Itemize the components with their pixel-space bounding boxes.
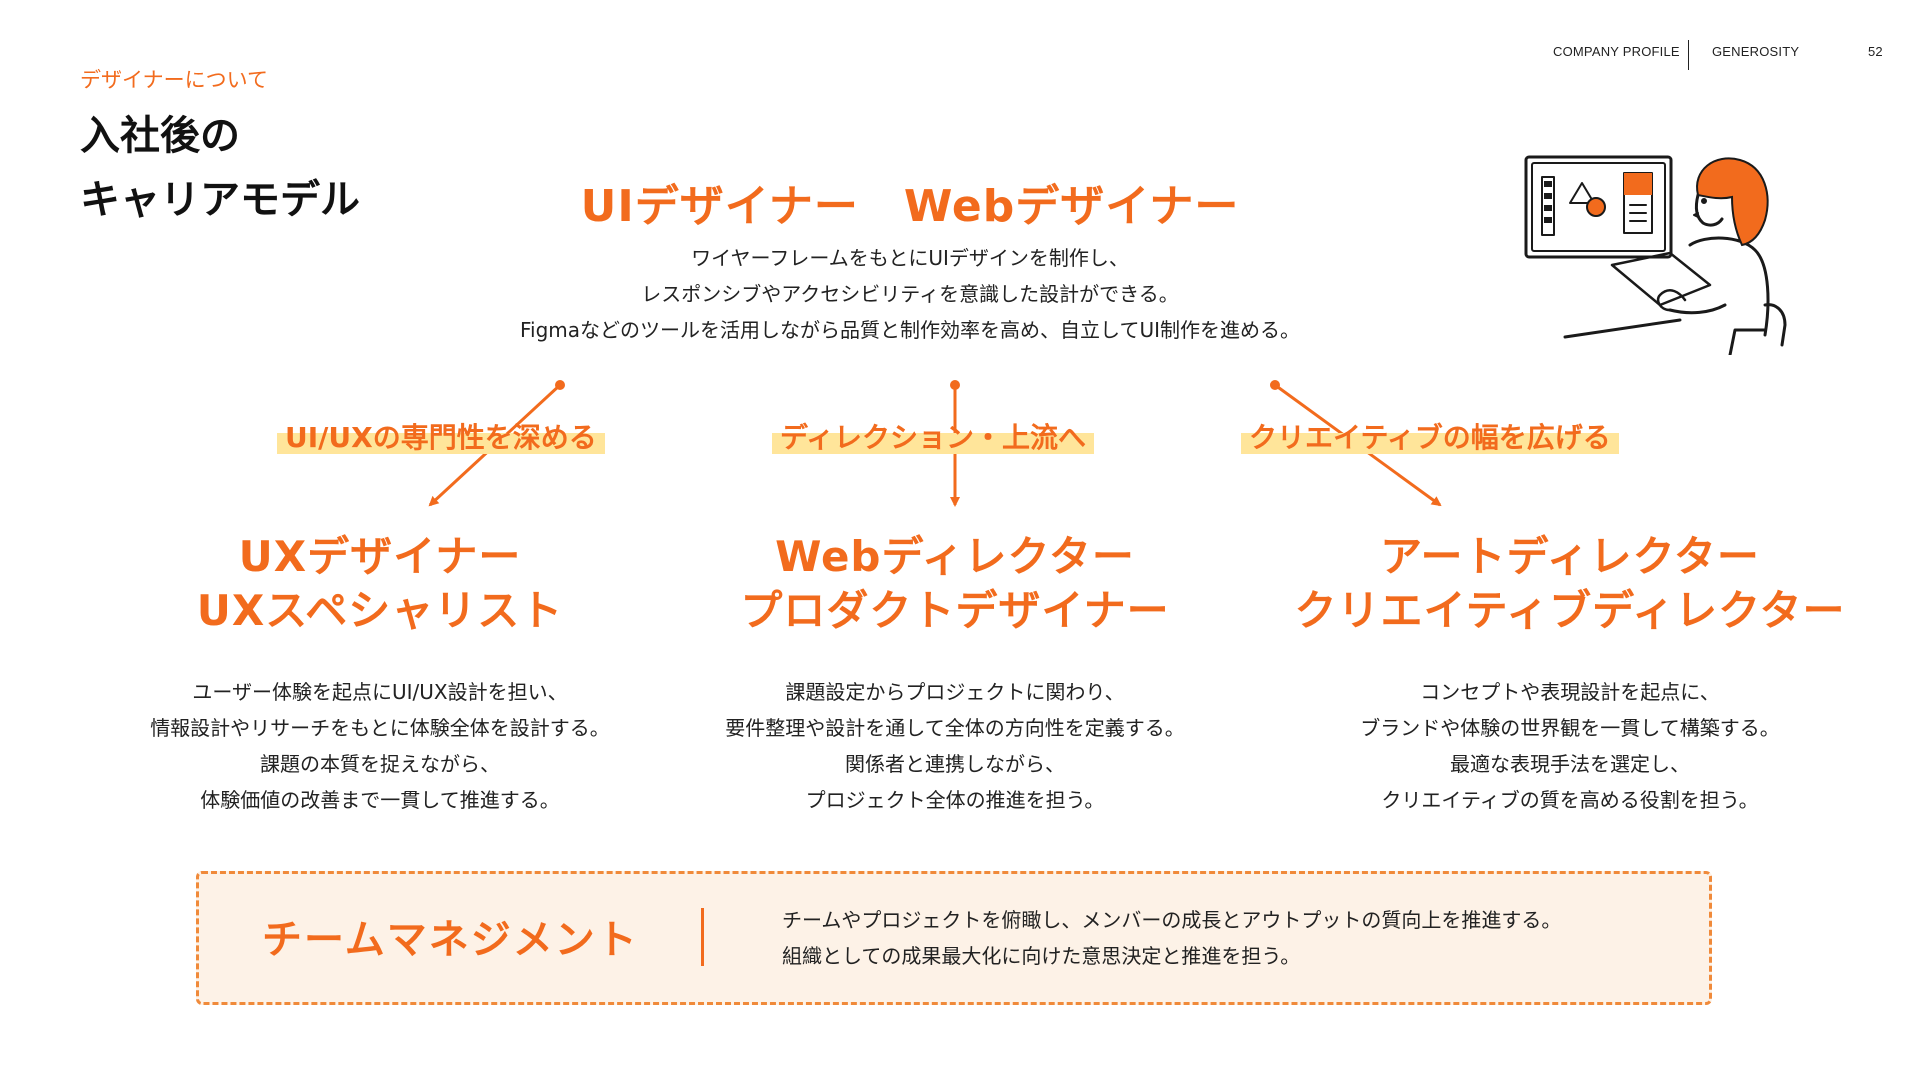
header-divider bbox=[1688, 40, 1689, 70]
role-desc-line: 要件整理や設計を通して全体の方向性を定義する。 bbox=[725, 716, 1185, 740]
path-label-creative: クリエイティブの幅を広げる bbox=[1241, 422, 1619, 454]
team-desc-line: チームやプロジェクトを俯瞰し、メンバーの成長とアウトプットの質向上を推進する。 bbox=[782, 908, 1562, 932]
top-role-description: ワイヤーフレームをもとにUIデザインを制作し、 レスポンシブやアクセシビリティを… bbox=[0, 240, 1870, 348]
role-title-line: クリエイティブディレクター bbox=[1294, 586, 1846, 635]
role-desc-line: プロジェクト全体の推進を担う。 bbox=[805, 788, 1105, 812]
role-desc-line: コンセプトや表現設計を起点に、 bbox=[1420, 680, 1720, 704]
team-desc-line: 組織としての成果最大化に向けた意思決定と推進を担う。 bbox=[782, 944, 1301, 968]
role-description-creative: コンセプトや表現設計を起点に、 ブランドや体験の世界観を一貫して構築する。 最適… bbox=[1240, 674, 1900, 818]
role-desc-line: ユーザー体験を起点にUI/UX設計を担い、 bbox=[192, 680, 568, 704]
career-column-direction: Webディレクター プロダクトデザイナー 課題設定からプロジェクトに関わり、 要… bbox=[625, 530, 1285, 818]
role-desc-line: 関係者と連携しながら、 bbox=[845, 752, 1065, 776]
top-role-title: UIデザイナー Webデザイナー bbox=[580, 181, 1240, 232]
role-desc-line: 情報設計やリサーチをもとに体験全体を設計する。 bbox=[150, 716, 610, 740]
top-role-desc-line: レスポンシブやアクセシビリティを意識した設計ができる。 bbox=[641, 282, 1179, 306]
role-title-creative: アートディレクター クリエイティブディレクター bbox=[1240, 530, 1900, 638]
brand-label: GENEROSITY bbox=[1712, 44, 1800, 59]
team-management-box bbox=[196, 871, 1712, 1005]
page-title-line-2: キャリアモデル bbox=[80, 177, 360, 223]
role-desc-line: 最適な表現手法を選定し、 bbox=[1450, 752, 1690, 776]
top-role-desc-line: ワイヤーフレームをもとにUIデザインを制作し、 bbox=[691, 246, 1129, 270]
role-title-line: UXスペシャリスト bbox=[196, 586, 564, 635]
role-title-line: UXデザイナー bbox=[238, 532, 522, 581]
path-label-uiux: UI/UXの専門性を深める bbox=[277, 422, 605, 454]
company-profile-label: COMPANY PROFILE bbox=[1553, 44, 1680, 59]
career-column-ux: UXデザイナー UXスペシャリスト ユーザー体験を起点にUI/UX設計を担い、 … bbox=[50, 530, 710, 818]
team-management-separator bbox=[701, 908, 704, 966]
role-title-line: アートディレクター bbox=[1380, 532, 1760, 581]
role-desc-line: クリエイティブの質を高める役割を担う。 bbox=[1381, 788, 1759, 812]
top-role-desc-line: Figmaなどのツールを活用しながら品質と制作効率を高め、自立してUI制作を進め… bbox=[520, 318, 1300, 342]
role-title-line: プロダクトデザイナー bbox=[740, 586, 1170, 635]
path-label-direction: ディレクション・上流へ bbox=[772, 422, 1095, 454]
page-title-line-1: 入社後の bbox=[80, 113, 240, 159]
role-description-direction: 課題設定からプロジェクトに関わり、 要件整理や設計を通して全体の方向性を定義する… bbox=[625, 674, 1285, 818]
role-desc-line: 課題の本質を捉えながら、 bbox=[260, 752, 500, 776]
role-desc-line: 体験価値の改善まで一貫して推進する。 bbox=[200, 788, 560, 812]
designer-at-monitor-illustration bbox=[1524, 155, 1787, 355]
team-management-title: チームマネジメント bbox=[262, 917, 639, 963]
team-management-description: チームやプロジェクトを俯瞰し、メンバーの成長とアウトプットの質向上を推進する。 … bbox=[782, 902, 1561, 974]
role-title-ux: UXデザイナー UXスペシャリスト bbox=[50, 530, 710, 638]
role-title-line: Webディレクター bbox=[775, 532, 1135, 581]
section-label: デザイナーについて bbox=[80, 68, 268, 92]
career-column-creative: アートディレクター クリエイティブディレクター コンセプトや表現設計を起点に、 … bbox=[1240, 530, 1900, 818]
page-title: 入社後の キャリアモデル bbox=[80, 104, 360, 232]
role-title-direction: Webディレクター プロダクトデザイナー bbox=[625, 530, 1285, 638]
page-number: 52 bbox=[1868, 44, 1883, 59]
role-desc-line: ブランドや体験の世界観を一貫して構築する。 bbox=[1360, 716, 1780, 740]
role-desc-line: 課題設定からプロジェクトに関わり、 bbox=[785, 680, 1125, 704]
role-description-ux: ユーザー体験を起点にUI/UX設計を担い、 情報設計やリサーチをもとに体験全体を… bbox=[50, 674, 710, 818]
